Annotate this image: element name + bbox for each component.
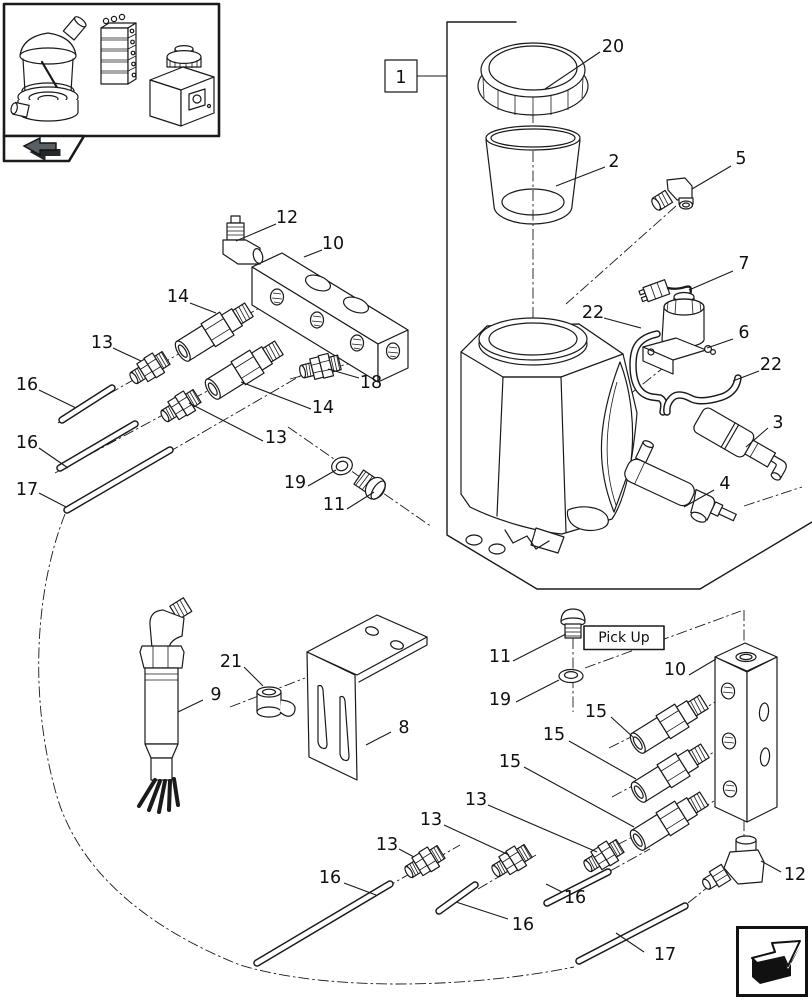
callout-label: 2 — [608, 152, 619, 172]
callout-label: 9 — [210, 685, 221, 705]
callout-label: 13 — [376, 835, 398, 855]
elbow-fitting-5 — [651, 177, 694, 211]
elbow-fitting-12-bottom — [702, 835, 765, 890]
ref-box-label: 1 — [395, 68, 406, 88]
check-valve-14-b — [200, 335, 287, 404]
next-page-button[interactable] — [736, 926, 808, 997]
tube-16-e — [543, 868, 612, 907]
strainer-cup — [485, 125, 581, 225]
inset-reference-box — [2, 2, 221, 163]
pick-up-label-box: Pick Up — [583, 625, 665, 651]
tube-17-b — [575, 902, 689, 965]
manifold-ports — [269, 288, 401, 360]
fitting-13-d — [486, 840, 535, 883]
callout-label: 14 — [167, 287, 189, 307]
callout-label: 16 — [319, 868, 341, 888]
assembly-frame — [384, 21, 812, 590]
mounting-bracket-8 — [306, 614, 428, 781]
tube-16-b — [56, 420, 139, 472]
callout-label: 6 — [738, 323, 749, 343]
pick-up-label: Pick Up — [598, 630, 650, 646]
filler-cap — [477, 42, 589, 117]
clamp-21 — [256, 686, 296, 718]
callout-labels: 1 20 2 5 7 22 6 22 3 4 12 10 14 13 18 14… — [16, 37, 806, 965]
callout-label: 8 — [398, 718, 409, 738]
callout-label: 14 — [312, 398, 334, 418]
fitting-13-c — [399, 841, 448, 884]
callout-label: 13 — [265, 428, 287, 448]
tube-16-a — [58, 384, 116, 424]
callout-label: 13 — [420, 810, 442, 830]
callout-label: 19 — [489, 690, 511, 710]
thumbnail-valve-stack — [100, 13, 137, 85]
callout-label: 16 — [16, 375, 38, 395]
solenoid-valve-6 — [642, 291, 716, 375]
forward-arrow-icon — [751, 940, 801, 984]
washer-19-b — [558, 668, 584, 684]
callout-label: 21 — [220, 652, 242, 672]
formed-tube-22-left — [629, 330, 668, 416]
callout-label: 18 — [360, 373, 382, 393]
callout-label: 17 — [654, 945, 676, 965]
callout-label: 4 — [719, 474, 730, 494]
callout-label: 11 — [323, 495, 345, 515]
callout-label: 15 — [585, 702, 607, 722]
bracket-slots — [317, 684, 350, 762]
callout-label: 13 — [465, 790, 487, 810]
callout-label: 19 — [284, 473, 306, 493]
callout-label: 20 — [602, 37, 624, 57]
callout-label: 3 — [772, 413, 783, 433]
callout-label: 10 — [322, 234, 344, 254]
fitting-13-a — [124, 347, 173, 390]
callout-label: 16 — [16, 433, 38, 453]
tube-16-c — [253, 880, 394, 967]
fitting-18 — [296, 350, 343, 384]
callout-label: 12 — [276, 208, 298, 228]
hose-routing-path — [38, 513, 575, 985]
return-arrow-icon — [22, 136, 61, 161]
callout-label: 15 — [543, 725, 565, 745]
formed-tube-22-right — [663, 374, 742, 416]
manifold-block-10-bottom — [714, 642, 778, 823]
block-ports-left — [720, 682, 738, 798]
callout-label: 15 — [499, 752, 521, 772]
callout-label: 11 — [489, 647, 511, 667]
oil-tank — [460, 317, 638, 555]
leader-lines — [38, 51, 782, 953]
thumbnail-lubrication-pump — [10, 16, 87, 122]
tank-drain-stub — [566, 506, 609, 532]
plug-11-b — [560, 608, 586, 639]
callout-label: 13 — [91, 333, 113, 353]
thumbnail-oil-reservoir — [149, 44, 215, 127]
callout-label: 5 — [735, 149, 746, 169]
callout-label: 17 — [16, 480, 38, 500]
manifold-block-10-top — [251, 252, 409, 383]
callout-label: 12 — [784, 865, 806, 885]
breather-cylinder-3 — [693, 407, 787, 481]
callout-label: 10 — [664, 660, 686, 680]
callout-label: 7 — [738, 254, 749, 274]
tube-16-d — [435, 881, 479, 915]
callout-label: 22 — [582, 303, 604, 323]
tube-17-a — [63, 446, 174, 514]
valve-cylinder-4 — [624, 440, 737, 523]
callout-label: 16 — [512, 915, 534, 935]
suction-hose-9 — [137, 597, 193, 814]
callout-label: 16 — [564, 888, 586, 908]
callout-label: 22 — [760, 355, 782, 375]
hose-end-bristles — [137, 777, 180, 814]
prev-page-tab[interactable] — [2, 134, 86, 163]
ref-box-1 — [384, 59, 418, 93]
elbow-fitting-12-top — [222, 215, 264, 265]
plug-11-a — [351, 466, 390, 504]
